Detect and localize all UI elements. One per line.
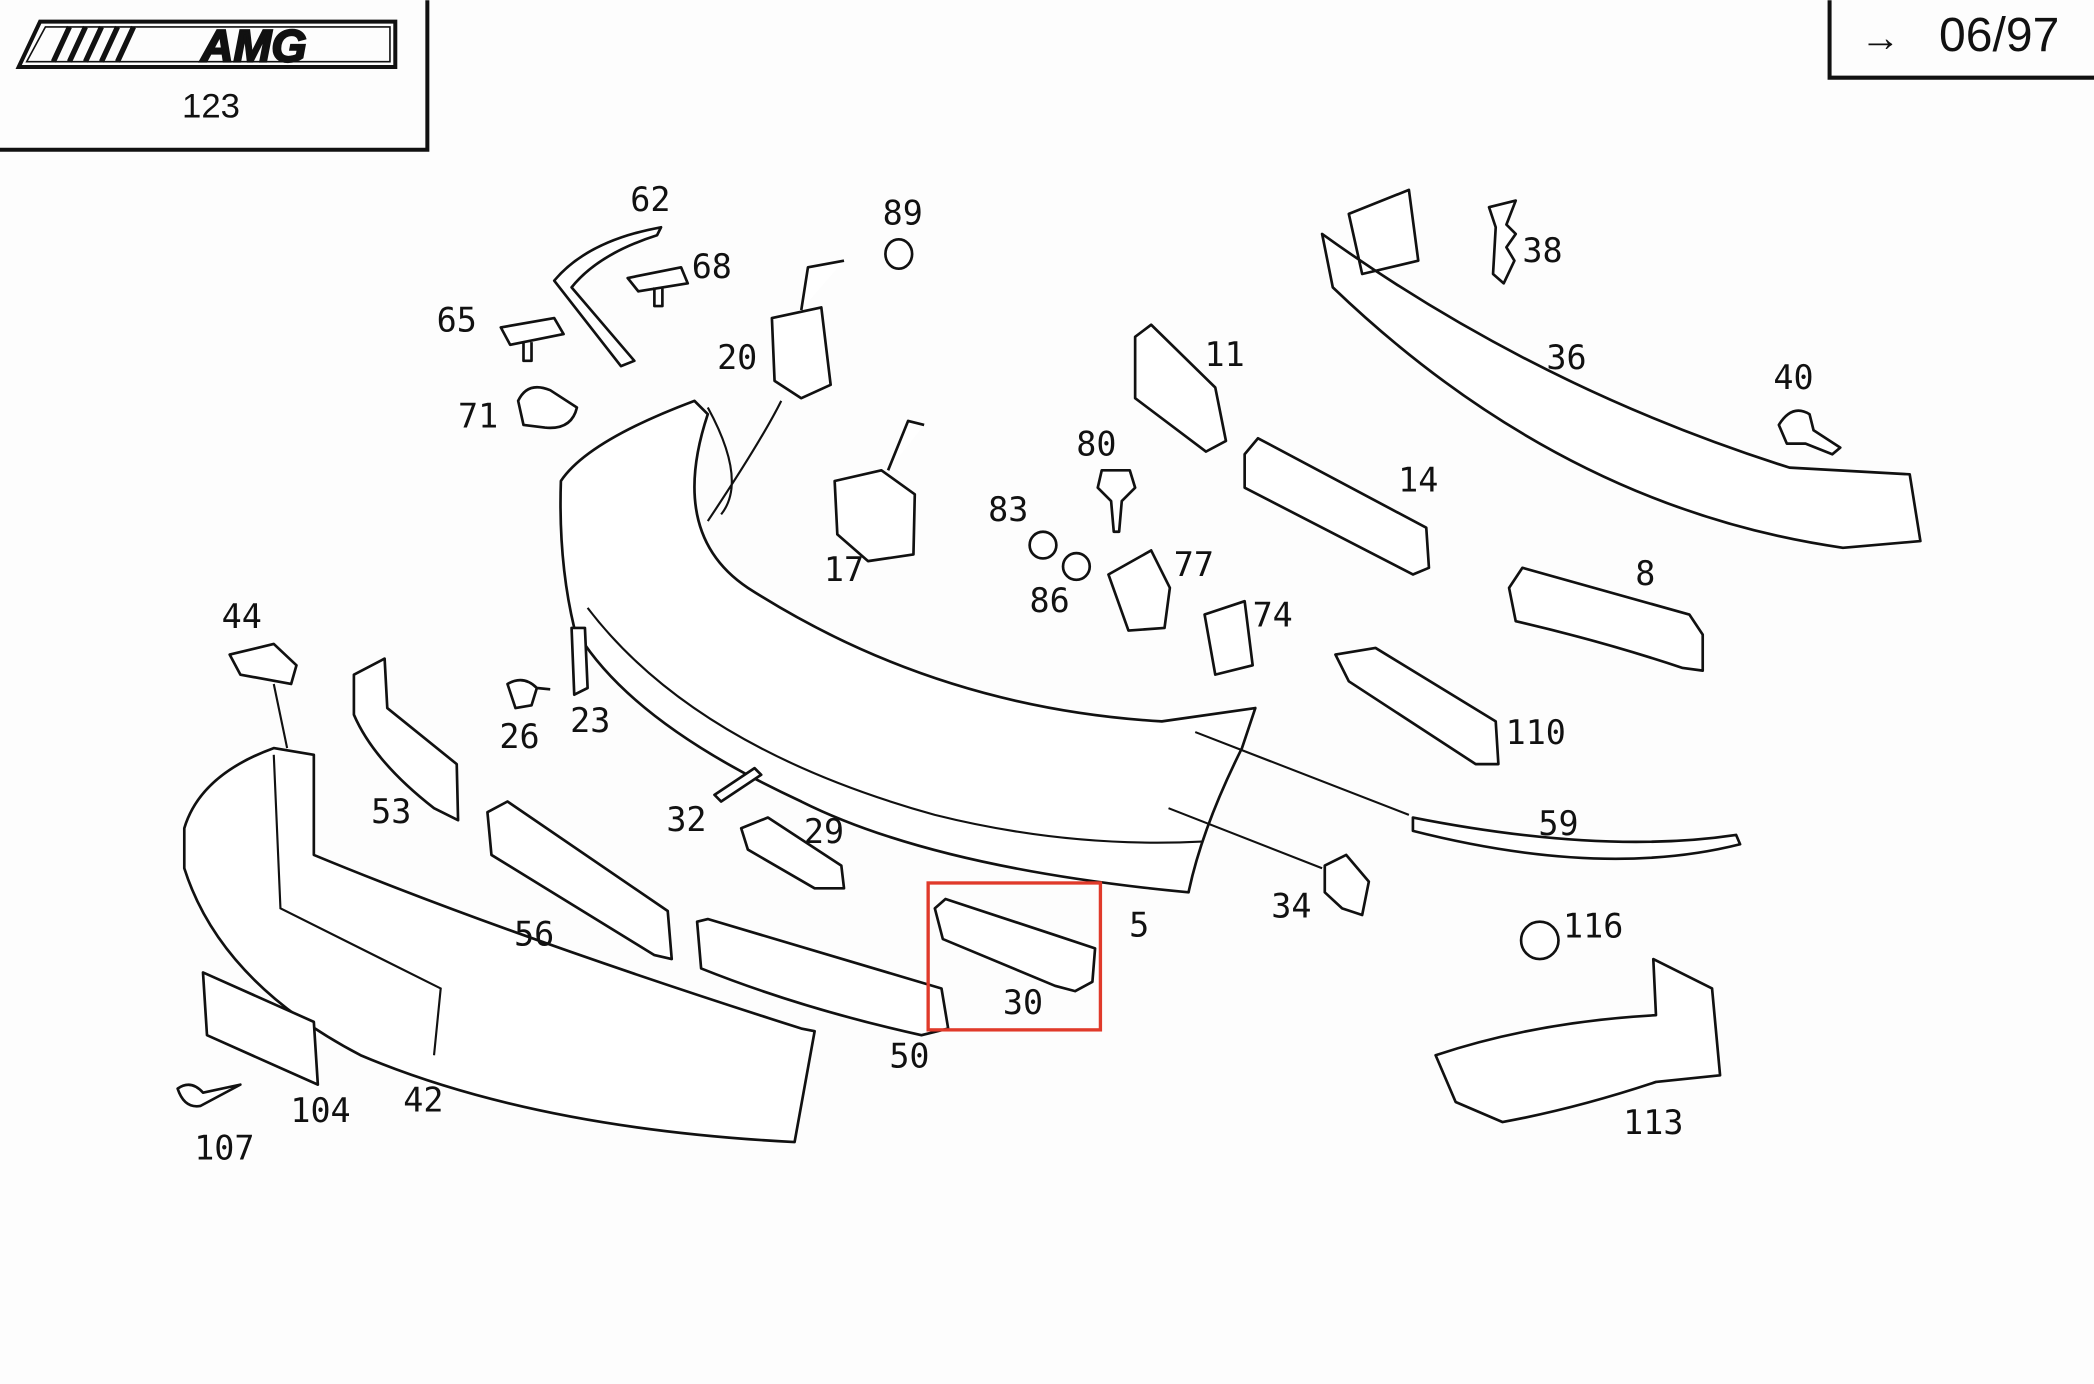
part-80-bolt [1096,468,1137,534]
part-68-clip [626,265,690,308]
part-17-bracket [833,419,925,563]
label-62[interactable]: 62 [630,180,670,219]
part-77-bracket [1107,549,1172,632]
part-59-strip [1411,816,1742,861]
label-44[interactable]: 44 [222,597,262,636]
label-40[interactable]: 40 [1773,358,1813,397]
arrow-right-icon: → [1860,16,1900,60]
part-53-trim [352,657,460,822]
label-36[interactable]: 36 [1546,338,1586,377]
part-74-bracket [1203,599,1254,676]
label-14[interactable]: 14 [1398,461,1438,500]
label-74[interactable]: 74 [1253,596,1293,635]
label-80[interactable]: 80 [1076,425,1116,464]
validity-date: 06/97 [1939,8,2059,62]
part-44-clip [228,642,298,686]
part-86-washer [1061,551,1092,582]
part-14-absorber [1243,436,1431,576]
label-110[interactable]: 110 [1506,713,1566,752]
label-89[interactable]: 89 [883,194,923,233]
label-113[interactable]: 113 [1623,1103,1683,1142]
part-34-clip [1323,853,1371,917]
label-65[interactable]: 65 [437,300,477,339]
part-113-air-duct [1434,957,1722,1124]
label-50[interactable]: 50 [889,1036,929,1075]
model-box: AMG 123 [0,0,430,152]
part-drawings [176,188,1922,1144]
label-5[interactable]: 5 [1129,905,1149,944]
part-20-bracket [770,259,845,400]
label-53[interactable]: 53 [371,792,411,831]
part-65-clip [499,316,565,363]
label-34[interactable]: 34 [1271,887,1311,926]
part-116-grommet [1519,920,1560,961]
part-71-grommet [516,385,579,430]
logo-text: AMG [200,21,307,72]
part-23-link [570,626,589,697]
label-17[interactable]: 17 [824,550,864,589]
label-26[interactable]: 26 [499,717,539,756]
part-5-bumper-shell [559,399,1257,894]
part-11-absorber [1133,323,1228,453]
highlight-box-part-30[interactable] [926,881,1103,1032]
part-56-strip [486,800,674,961]
part-8-absorber [1507,566,1705,672]
label-20[interactable]: 20 [717,338,757,377]
label-23[interactable]: 23 [570,701,610,740]
label-32[interactable]: 32 [666,800,706,839]
label-104[interactable]: 104 [290,1091,350,1130]
part-30-guide [933,897,1097,993]
label-86[interactable]: 86 [1030,581,1070,620]
label-42[interactable]: 42 [403,1080,443,1119]
part-29-cover [739,816,846,890]
label-11[interactable]: 11 [1205,335,1245,374]
part-40-screw [1777,409,1842,456]
part-107-screw [176,1083,242,1108]
validity-box: → 06/97 [1827,0,2094,80]
label-38[interactable]: 38 [1522,231,1562,270]
label-116[interactable]: 116 [1563,907,1623,946]
label-77[interactable]: 77 [1174,545,1214,584]
model-number: 123 [182,88,240,126]
label-30[interactable]: 30 [1003,983,1043,1022]
part-62-trim [552,225,663,368]
amg-logo: AMG [15,20,398,73]
part-labels: 62 89 68 38 65 20 11 36 40 71 80 14 83 1… [194,180,1813,1167]
part-110-grille [1334,646,1500,766]
part-89-nut [884,237,914,270]
part-26-screw [506,678,551,710]
label-83[interactable]: 83 [988,490,1028,529]
part-83-nut [1028,530,1058,560]
part-104-plate [201,971,320,1086]
label-8[interactable]: 8 [1635,554,1655,593]
label-29[interactable]: 29 [804,812,844,851]
label-107[interactable]: 107 [194,1128,254,1167]
label-68[interactable]: 68 [692,247,732,286]
label-56[interactable]: 56 [514,915,554,954]
part-36-crossmember [1320,188,1922,550]
part-38-pushpin [1487,199,1518,285]
label-59[interactable]: 59 [1538,804,1578,843]
label-71[interactable]: 71 [458,397,498,436]
part-32-strap [713,766,763,803]
